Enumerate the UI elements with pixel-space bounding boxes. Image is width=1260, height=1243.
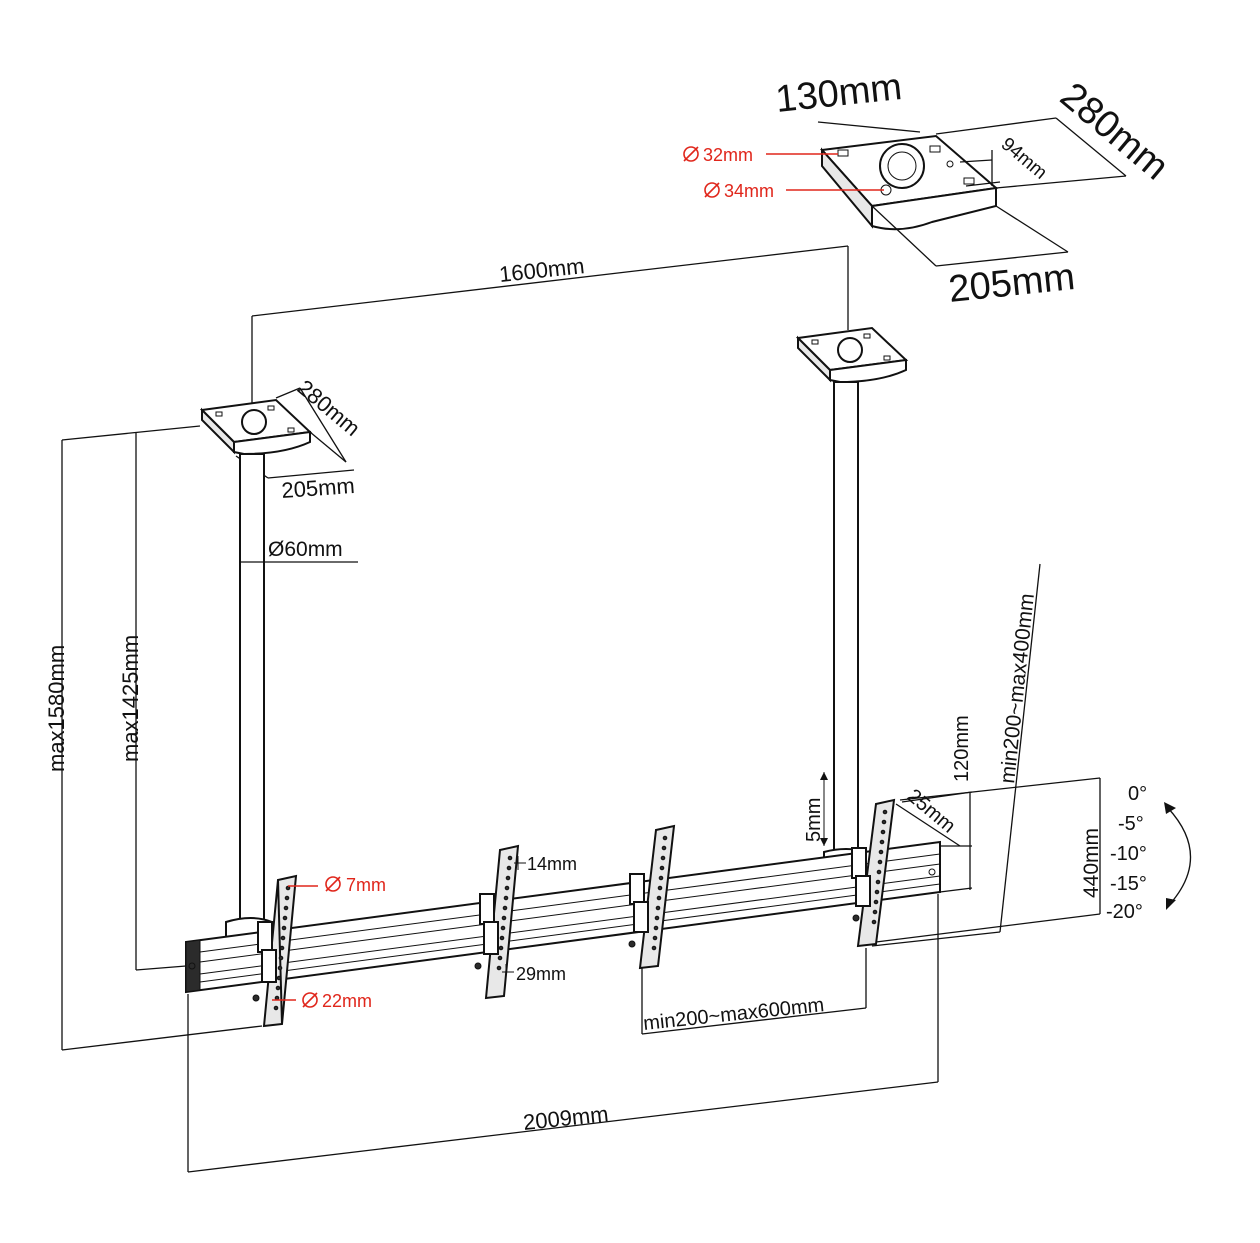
horizontal-rail (185, 840, 941, 994)
bracket-range-dimension (871, 563, 1041, 947)
right-ceiling-plate (795, 326, 909, 384)
pole-spacing-label: 1600mm (498, 253, 586, 287)
hole-22-label: 22mm (322, 991, 372, 1011)
bracket-width-14-callout (514, 856, 526, 870)
left-plate-depth-label: 205mm (281, 473, 356, 503)
tilt-arrow (1164, 802, 1192, 910)
height-1425-label: max1425mm (118, 635, 143, 762)
tilt-5-label: -5° (1118, 813, 1144, 835)
tilt-10-label: -10° (1110, 843, 1147, 865)
left-ceiling-plate (199, 398, 313, 456)
offset-120-label: 120mm (951, 715, 973, 782)
right-pole (823, 381, 869, 867)
bracket-range-vertical-label: min200~max400mm (996, 592, 1039, 784)
large-plate-dimensions (817, 117, 1127, 267)
adjust-5-label: 5mm (803, 798, 825, 842)
bracket-spacing-dimension (641, 948, 867, 1035)
height-440-dimension (875, 777, 1101, 943)
offset-25-dimension (895, 803, 972, 847)
bracket-4 (851, 798, 896, 948)
offset-25-label: 25mm (903, 785, 960, 838)
hole-7-callout (288, 876, 341, 892)
hole-34-label: 34mm (724, 181, 774, 201)
large-plate-width-label: 130mm (774, 66, 904, 121)
pole-spacing-dimension (251, 245, 849, 405)
bracket-width-29-callout (502, 964, 514, 980)
hole-34-callout (704, 182, 884, 198)
bracket-spacing-label: min200~max600mm (642, 994, 825, 1035)
rail-length-label: 2009mm (522, 1101, 610, 1135)
pole-diameter-label: Ø60mm (268, 538, 343, 561)
bracket-width-29-label: 29mm (516, 964, 566, 984)
hole-22-callout (272, 992, 318, 1008)
bracket-2 (474, 844, 520, 1000)
tilt-15-label: -15° (1110, 873, 1147, 895)
height-dimensions (61, 425, 263, 1051)
height-1580-label: max1580mm (44, 645, 69, 772)
large-plate-inner-label: 94mm (997, 134, 1051, 184)
rail-length-dimension (187, 894, 939, 1173)
tilt-0-label: 0° (1128, 783, 1147, 805)
large-plate-length-label: 280mm (1052, 75, 1176, 189)
bracket-3 (628, 824, 676, 970)
adjust-5-callout (820, 772, 828, 846)
hole-32-callout (683, 146, 838, 162)
large-plate-depth-label: 205mm (947, 256, 1077, 311)
large-ceiling-plate (819, 134, 999, 231)
height-440-label: 440mm (1080, 828, 1103, 898)
hole-32-label: 32mm (703, 145, 753, 165)
tilt-20-label: -20° (1106, 901, 1143, 923)
bracket-1 (252, 874, 298, 1028)
bracket-width-14-label: 14mm (527, 854, 577, 874)
left-pole (225, 453, 273, 941)
hole-7-label: 7mm (346, 875, 386, 895)
